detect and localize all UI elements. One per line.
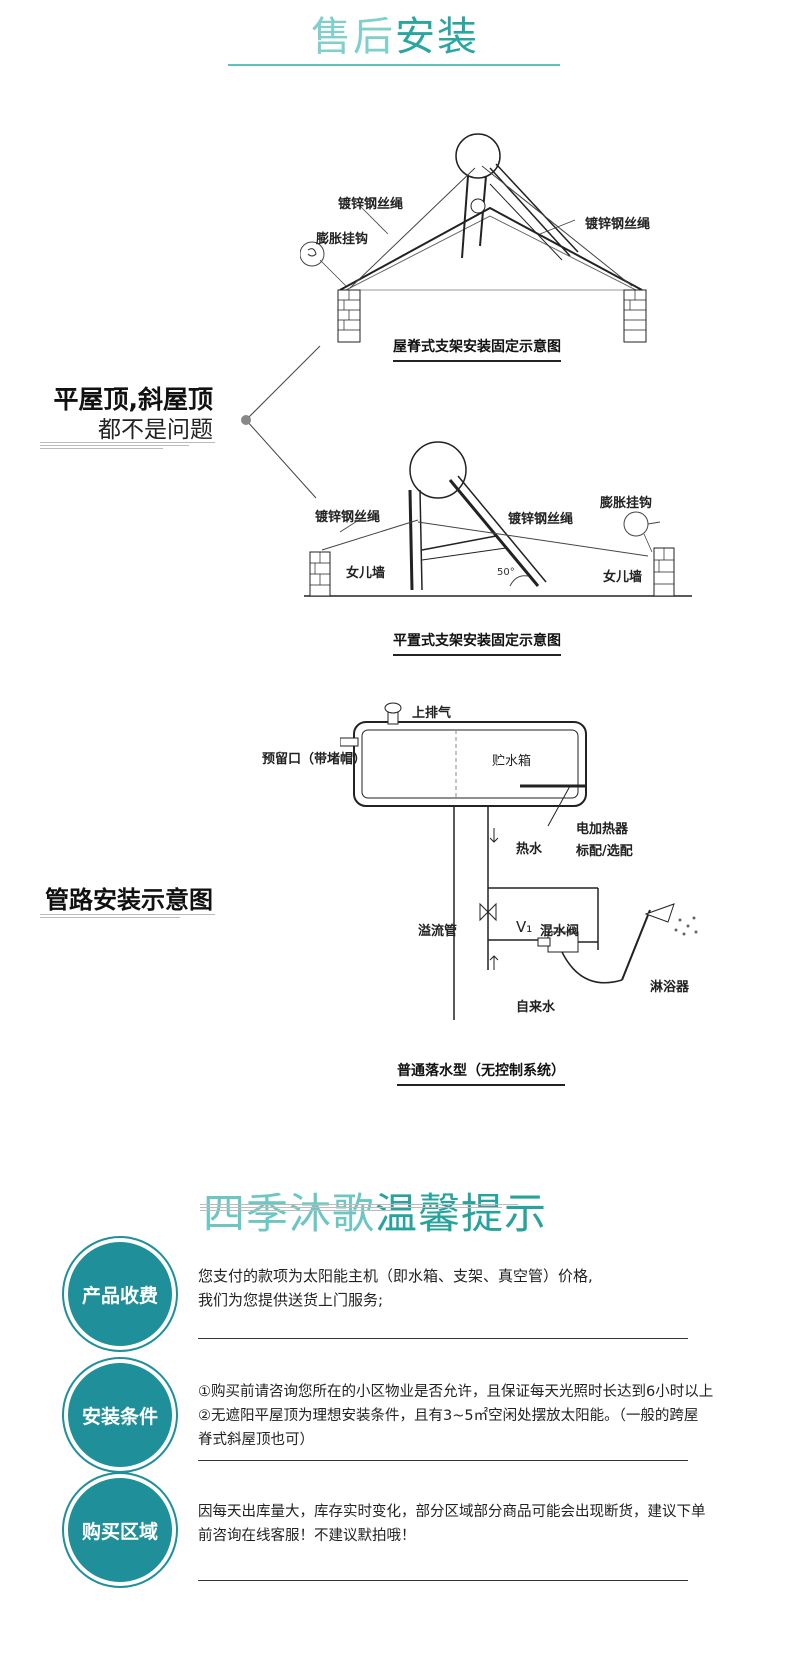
tip-install-line-3: 脊式斜屋顶也可） [198, 1432, 314, 1448]
label-valve: V₁ [516, 918, 533, 936]
tip-fee-divider [198, 1338, 688, 1339]
tips-fine-print [200, 1204, 518, 1213]
caption-flat-mount: 平置式支架安装固定示意图 [393, 630, 561, 656]
label-tank: 贮水箱 [492, 754, 532, 769]
tip-badge-fee-label: 产品收费 [81, 1284, 158, 1307]
side-headline: 平屋顶,斜屋顶 [53, 385, 214, 414]
label-hot-water: 热水 [516, 842, 543, 857]
label-wall-right: 女儿墙 [603, 570, 643, 585]
title-part1: 售后 [311, 14, 395, 60]
label-wire-right-1: 镀锌钢丝绳 [585, 217, 651, 232]
label-overflow: 溢流管 [418, 924, 458, 939]
tip-badge-install-label: 安装条件 [81, 1405, 158, 1428]
label-hook-1: 膨胀挂钩 [316, 232, 369, 247]
page-title: 售后安装 [0, 4, 790, 62]
label-wire-left-2: 镀锌钢丝绳 [315, 510, 381, 525]
pipe-diagram [340, 702, 698, 1020]
ridge-mount-diagram [300, 133, 647, 343]
tip-fee-text: 您支付的款项为太阳能主机（即水箱、支架、真空管）价格, 我们为您提供送货上门服务… [198, 1264, 738, 1312]
pipe-side-fine-print [40, 914, 215, 920]
label-mixer: 混水阀 [540, 924, 580, 939]
tips-title-part1: 四季沐歌 [203, 1189, 376, 1238]
label-tap-water: 自来水 [516, 1000, 556, 1015]
pipe-side-title: 管路安装示意图 [45, 886, 213, 914]
tip-badge-install: 安装条件 [68, 1363, 172, 1467]
title-part2: 安装 [395, 14, 479, 60]
tips-title-part2: 温馨提示 [375, 1189, 548, 1238]
label-shower: 淋浴器 [650, 980, 690, 995]
caption-ridge-mount: 屋脊式支架安装固定示意图 [393, 336, 561, 362]
tip-badge-region: 购买区域 [68, 1478, 172, 1582]
label-wall-left: 女儿墙 [346, 566, 386, 581]
tips-title: 四季沐歌温馨提示 [203, 1180, 547, 1241]
tip-region-text: 因每天出库量大，库存实时变化，部分区域部分商品可能会出现断货，建议下单 前咨询在… [198, 1500, 758, 1548]
tip-fee-line-2: 我们为您提供送货上门服务; [198, 1291, 384, 1309]
label-wire-mid-2: 镀锌钢丝绳 [508, 512, 574, 527]
side-subheadline: 都不是问题 [98, 417, 213, 443]
label-vent: 上排气 [412, 706, 452, 721]
connector-dot [241, 415, 251, 425]
tip-region-line-1: 因每天出库量大，库存实时变化，部分区域部分商品可能会出现断货，建议下单 [198, 1504, 706, 1520]
tip-region-line-2: 前咨询在线客服！不建议默拍哦！ [198, 1528, 416, 1544]
flat-mount-diagram [304, 441, 692, 597]
tip-install-line-1: ①购买前请咨询您所在的小区物业是否允许，且保证每天光照时长达到6小时以上 [198, 1384, 714, 1400]
label-angle: 50° [497, 567, 515, 578]
tip-install-line-2: ②无遮阳平屋顶为理想安装条件，且有3~5㎡空闲处摆放太阳能。（一般的跨屋 [198, 1408, 699, 1424]
tip-badge-fee: 产品收费 [68, 1242, 172, 1346]
tip-region-divider [198, 1580, 688, 1581]
title-underline [228, 64, 560, 66]
label-heater: 电加热器 [576, 822, 629, 837]
tip-badge-region-label: 购买区域 [81, 1520, 158, 1543]
label-wire-left-1: 镀锌钢丝绳 [338, 197, 404, 212]
label-hook-2: 膨胀挂钩 [600, 496, 653, 511]
tip-install-text: ①购买前请咨询您所在的小区物业是否允许，且保证每天光照时长达到6小时以上 ②无遮… [198, 1380, 758, 1452]
tip-install-divider [198, 1460, 688, 1461]
side-fine-print [40, 442, 215, 451]
label-reserved-port: 预留口（带堵帽） [262, 752, 367, 767]
tip-fee-line-1: 您支付的款项为太阳能主机（即水箱、支架、真空管）价格, [198, 1267, 593, 1285]
label-heater-note: 标配/选配 [576, 844, 633, 859]
caption-pipe: 普通落水型（无控制系统） [397, 1060, 565, 1086]
